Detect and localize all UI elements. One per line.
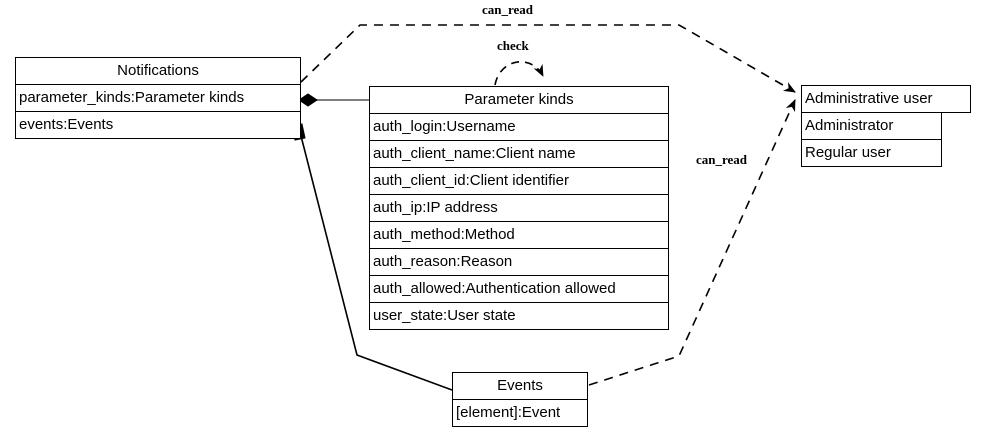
class-attribute: auth_reason:Reason bbox=[369, 248, 669, 276]
class-attribute: [element]:Event bbox=[452, 399, 588, 427]
class-attribute: auth_client_name:Client name bbox=[369, 140, 669, 168]
class-attribute: auth_client_id:Client identifier bbox=[369, 167, 669, 195]
class-title-events: Events bbox=[452, 372, 588, 400]
class-attribute: user_state:User state bbox=[369, 302, 669, 330]
edge-label-can-read-top: can_read bbox=[482, 2, 534, 17]
class-title-administrative-user: Administrative user bbox=[801, 85, 971, 113]
composition-diamond-parameter-kinds bbox=[298, 93, 318, 107]
edge-parameter-kinds-check-self bbox=[494, 61, 544, 86]
class-title-notifications: Notifications bbox=[15, 57, 301, 85]
edge-label-can-read-right: can_read bbox=[696, 152, 748, 167]
uml-class-notifications[interactable]: Notifications parameter_kinds:Parameter … bbox=[15, 57, 301, 139]
uml-class-events[interactable]: Events [element]:Event bbox=[452, 372, 588, 427]
class-attribute: Regular user bbox=[801, 139, 942, 167]
class-attribute: parameter_kinds:Parameter kinds bbox=[15, 84, 301, 112]
class-title-parameter-kinds: Parameter kinds bbox=[369, 86, 669, 114]
uml-class-parameter-kinds[interactable]: Parameter kinds auth_login:Username auth… bbox=[369, 86, 669, 330]
class-attribute: auth_login:Username bbox=[369, 113, 669, 141]
class-attribute: auth_method:Method bbox=[369, 221, 669, 249]
class-attribute: auth_allowed:Authentication allowed bbox=[369, 275, 669, 303]
class-attribute: auth_ip:IP address bbox=[369, 194, 669, 222]
edge-label-check: check bbox=[497, 38, 529, 53]
edge-notifications-composition-events bbox=[300, 135, 453, 391]
class-attribute: events:Events bbox=[15, 111, 301, 139]
edge-notifications-can-read-administrative-user bbox=[300, 24, 796, 93]
class-attribute: Administrator bbox=[801, 112, 942, 140]
uml-class-administrative-user[interactable]: Administrative user Administrator Regula… bbox=[801, 85, 971, 167]
